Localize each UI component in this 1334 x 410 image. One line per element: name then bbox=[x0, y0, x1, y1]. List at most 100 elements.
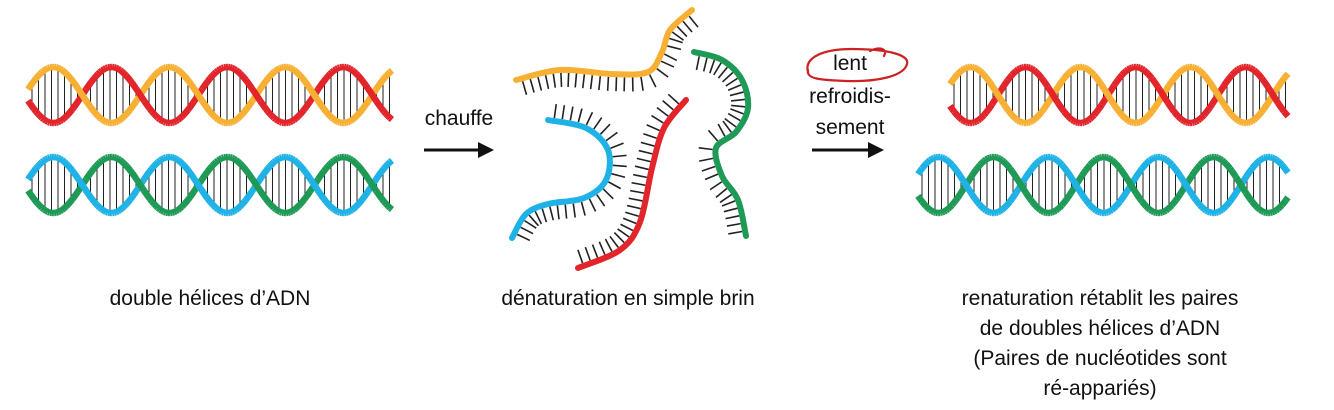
base-tick bbox=[688, 15, 699, 28]
base-tick bbox=[715, 187, 728, 199]
base-tick bbox=[648, 74, 657, 88]
backbone-strand-front bbox=[53, 63, 345, 127]
base-tick bbox=[626, 204, 641, 210]
backbone-strand-front bbox=[947, 63, 1291, 127]
base-tick bbox=[730, 98, 746, 102]
base-tick bbox=[730, 108, 744, 115]
single-strands-group bbox=[509, 7, 752, 271]
base-tick bbox=[630, 189, 645, 194]
base-tick bbox=[722, 120, 733, 133]
base-tick bbox=[556, 205, 560, 220]
base-tick bbox=[667, 93, 680, 105]
base-tick bbox=[608, 181, 622, 190]
base-tick bbox=[572, 203, 576, 218]
base-tick bbox=[528, 214, 540, 227]
base-tick bbox=[524, 219, 537, 229]
base-tick bbox=[598, 76, 602, 91]
base-tick bbox=[662, 100, 674, 111]
single-strand-red bbox=[575, 93, 689, 271]
base-tick bbox=[606, 76, 610, 91]
strand-backbone bbox=[691, 49, 752, 239]
base-tick bbox=[617, 228, 630, 238]
base-tick bbox=[651, 114, 664, 124]
base-tick bbox=[552, 73, 557, 88]
base-tick bbox=[667, 45, 682, 51]
base-tick bbox=[625, 211, 640, 218]
base-tick bbox=[588, 198, 597, 212]
base-tick bbox=[591, 244, 599, 258]
base-tick bbox=[646, 124, 660, 132]
base-tick bbox=[604, 238, 613, 252]
double-helix-orange-red-left bbox=[25, 63, 395, 127]
base-tick bbox=[521, 81, 528, 95]
base-tick bbox=[719, 193, 733, 204]
base-tick bbox=[702, 57, 708, 72]
right-caption-line2: de doubles hélices d’ADN bbox=[980, 317, 1220, 340]
backbone-strand-front bbox=[939, 153, 1291, 217]
single-strand-orange bbox=[513, 7, 699, 95]
base-tick bbox=[561, 105, 566, 120]
base-tick bbox=[520, 226, 534, 235]
base-tick bbox=[704, 173, 719, 181]
base-tick bbox=[699, 157, 714, 162]
single-strand-blue bbox=[509, 103, 627, 242]
handwritten-circle-annotation bbox=[806, 47, 909, 83]
left-caption: double hélices d’ADN bbox=[110, 287, 311, 310]
middle-caption: dénaturation en simple brin bbox=[501, 287, 754, 310]
cool-label-line1: refroidis- bbox=[809, 85, 891, 108]
base-tick bbox=[721, 200, 736, 207]
backbone-strand-front bbox=[25, 153, 395, 217]
base-tick bbox=[695, 56, 701, 71]
base-tick bbox=[577, 108, 583, 123]
base-tick bbox=[569, 106, 574, 121]
base-tick bbox=[701, 165, 716, 172]
base-tick bbox=[632, 173, 648, 179]
base-tick bbox=[640, 141, 655, 147]
base-tick bbox=[698, 146, 713, 151]
base-tick bbox=[638, 149, 653, 155]
base-tick bbox=[709, 181, 723, 191]
backbone-strand-front bbox=[53, 153, 345, 217]
base-tick bbox=[709, 59, 716, 74]
backbone-strand-front bbox=[915, 153, 1271, 217]
base-tick bbox=[549, 206, 555, 221]
base-tick bbox=[537, 76, 543, 91]
base-tick bbox=[726, 222, 741, 227]
base-tick bbox=[612, 154, 627, 158]
base-tick bbox=[656, 68, 669, 78]
base-tick bbox=[577, 249, 584, 264]
base-tick bbox=[727, 112, 741, 122]
cool-label-slow: lent bbox=[833, 52, 867, 75]
base-tick bbox=[717, 123, 726, 137]
base-tick bbox=[598, 241, 606, 255]
base-tick bbox=[660, 60, 675, 68]
base-tick bbox=[613, 232, 625, 244]
base-tick bbox=[610, 142, 624, 149]
base-tick bbox=[724, 118, 737, 128]
base-tick bbox=[581, 74, 586, 89]
right-caption-line3: (Paires de nucléotides sont bbox=[973, 347, 1226, 370]
backbone-strand-back bbox=[947, 63, 1291, 127]
base-tick bbox=[728, 230, 743, 235]
base-tick bbox=[534, 210, 543, 225]
base-tick bbox=[574, 73, 578, 88]
base-tick bbox=[725, 77, 738, 87]
double-helix-red-orange-right bbox=[947, 63, 1291, 127]
strand-backbone bbox=[509, 117, 613, 241]
base-tick bbox=[643, 133, 657, 139]
base-tick bbox=[584, 246, 591, 261]
base-tick bbox=[717, 66, 728, 79]
base-tick bbox=[602, 188, 614, 200]
base-tick bbox=[622, 217, 637, 225]
base-tick bbox=[640, 76, 644, 91]
base-tick bbox=[612, 164, 627, 168]
backbone-strand-back bbox=[971, 63, 1247, 127]
backbone-strand-front bbox=[25, 63, 395, 127]
base-tick bbox=[605, 131, 618, 142]
base-tick bbox=[529, 78, 535, 93]
base-tick bbox=[560, 72, 563, 87]
backbone-strand-back bbox=[53, 153, 345, 217]
base-tick bbox=[636, 157, 651, 163]
base-tick bbox=[609, 235, 619, 248]
base-tick bbox=[585, 111, 594, 126]
